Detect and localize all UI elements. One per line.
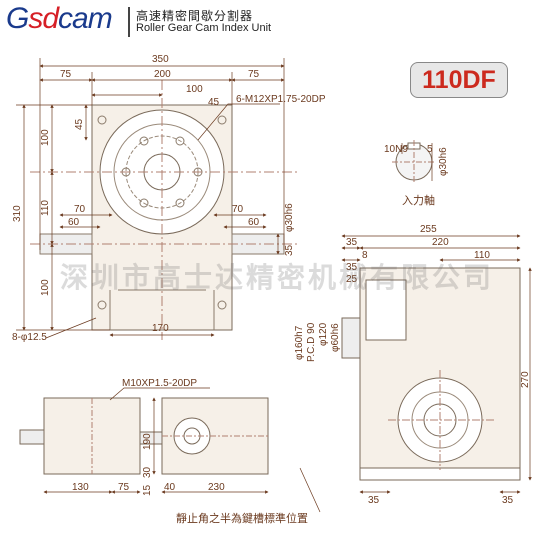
dim-phi30h6-front: φ30h6 xyxy=(284,203,295,232)
dim-75-bottom: 75 xyxy=(118,482,130,493)
mount-hole xyxy=(217,115,227,125)
dim-8: 8 xyxy=(362,250,368,261)
dim-220: 220 xyxy=(432,237,449,248)
callout-tap: M10XP1.5-20DP xyxy=(122,378,197,389)
dim-70-right: 70 xyxy=(232,204,244,215)
front-dimensions xyxy=(16,58,285,339)
dim-phi30h6-detail: φ30h6 xyxy=(438,147,449,176)
dim-200: 200 xyxy=(154,69,171,80)
dim-40: 40 xyxy=(164,482,176,493)
watermark: 深圳市高士达精密机械有限公司 xyxy=(60,262,495,293)
dim-35b-side: 35 xyxy=(346,262,358,273)
bottom-dimensions xyxy=(43,387,321,513)
header-separator xyxy=(128,7,130,37)
dim-75-right: 75 xyxy=(248,69,260,80)
model-badge: 110DF xyxy=(410,62,508,98)
label-input-shaft: 入力軸 xyxy=(402,193,435,207)
dim-100-left-a: 100 xyxy=(40,129,51,146)
dim-190: 190 xyxy=(142,433,153,450)
callout-base-holes: 8-φ12.5 xyxy=(12,332,47,343)
mount-hole xyxy=(217,300,227,310)
dim-phi60h6: φ60h6 xyxy=(330,323,341,352)
dim-60-right: 60 xyxy=(248,217,260,228)
dim-110-side: 110 xyxy=(474,250,490,261)
side-window xyxy=(365,279,407,341)
dim-35-front: 35 xyxy=(284,244,295,256)
dim-45-top: 45 xyxy=(208,97,220,108)
dim-60-left: 60 xyxy=(68,217,80,228)
dim-30: 30 xyxy=(142,466,153,478)
dim-270: 270 xyxy=(520,371,531,388)
side-base xyxy=(359,468,521,481)
shaft-detail xyxy=(392,140,436,184)
header: Gsdcam 高速精密間歇分割器 Roller Gear Cam Index U… xyxy=(0,0,542,46)
bolt-hole xyxy=(139,198,149,208)
dim-310: 310 xyxy=(12,205,23,222)
brand-logo: Gsdcam xyxy=(6,2,113,35)
bottom-view xyxy=(19,397,269,475)
side-shaft xyxy=(341,317,361,359)
dim-5: 5 xyxy=(427,144,433,155)
front-view xyxy=(30,80,300,340)
dim-10N9: 10N9 xyxy=(384,144,408,155)
dim-45-left: 45 xyxy=(74,118,85,130)
note-keyway-position: 靜止角之半為鍵槽標準位置 xyxy=(176,511,308,525)
dim-130: 130 xyxy=(72,482,89,493)
dim-25: 25 xyxy=(346,274,358,285)
dim-170: 170 xyxy=(152,323,169,334)
dim-35-side-right: 35 xyxy=(502,495,514,506)
mount-hole xyxy=(97,300,107,310)
dim-35-side: 35 xyxy=(346,237,358,248)
dim-phi160h7: φ160h7 xyxy=(294,325,305,360)
dim-230: 230 xyxy=(208,482,225,493)
bolt-hole xyxy=(175,136,185,146)
side-dimensions xyxy=(341,234,532,494)
mount-hole xyxy=(97,115,107,125)
dim-100-left-b: 100 xyxy=(40,279,51,296)
bolt-hole xyxy=(139,136,149,146)
dim-100-top: 100 xyxy=(186,84,203,95)
dim-70-left: 70 xyxy=(74,204,86,215)
base-cutout xyxy=(109,289,215,330)
dim-110-left: 110 xyxy=(40,200,51,216)
dim-15: 15 xyxy=(142,484,153,496)
right-shaft xyxy=(231,233,285,255)
dim-35-side-bottom: 35 xyxy=(368,495,380,506)
dim-75-left: 75 xyxy=(60,69,72,80)
dim-350: 350 xyxy=(152,54,169,65)
dim-255: 255 xyxy=(420,224,437,235)
bottom-left-shaft xyxy=(19,429,45,445)
title-en: Roller Gear Cam Index Unit xyxy=(136,22,272,34)
title-cn: 高速精密間歇分割器 xyxy=(136,9,254,23)
side-view xyxy=(341,267,521,481)
bolt-hole xyxy=(175,198,185,208)
dim-phi120: φ120 xyxy=(318,322,329,346)
callout-holes: 6-M12XP1.75-20DP xyxy=(236,94,326,105)
dim-pcd: P.C.D 90 xyxy=(306,322,317,362)
